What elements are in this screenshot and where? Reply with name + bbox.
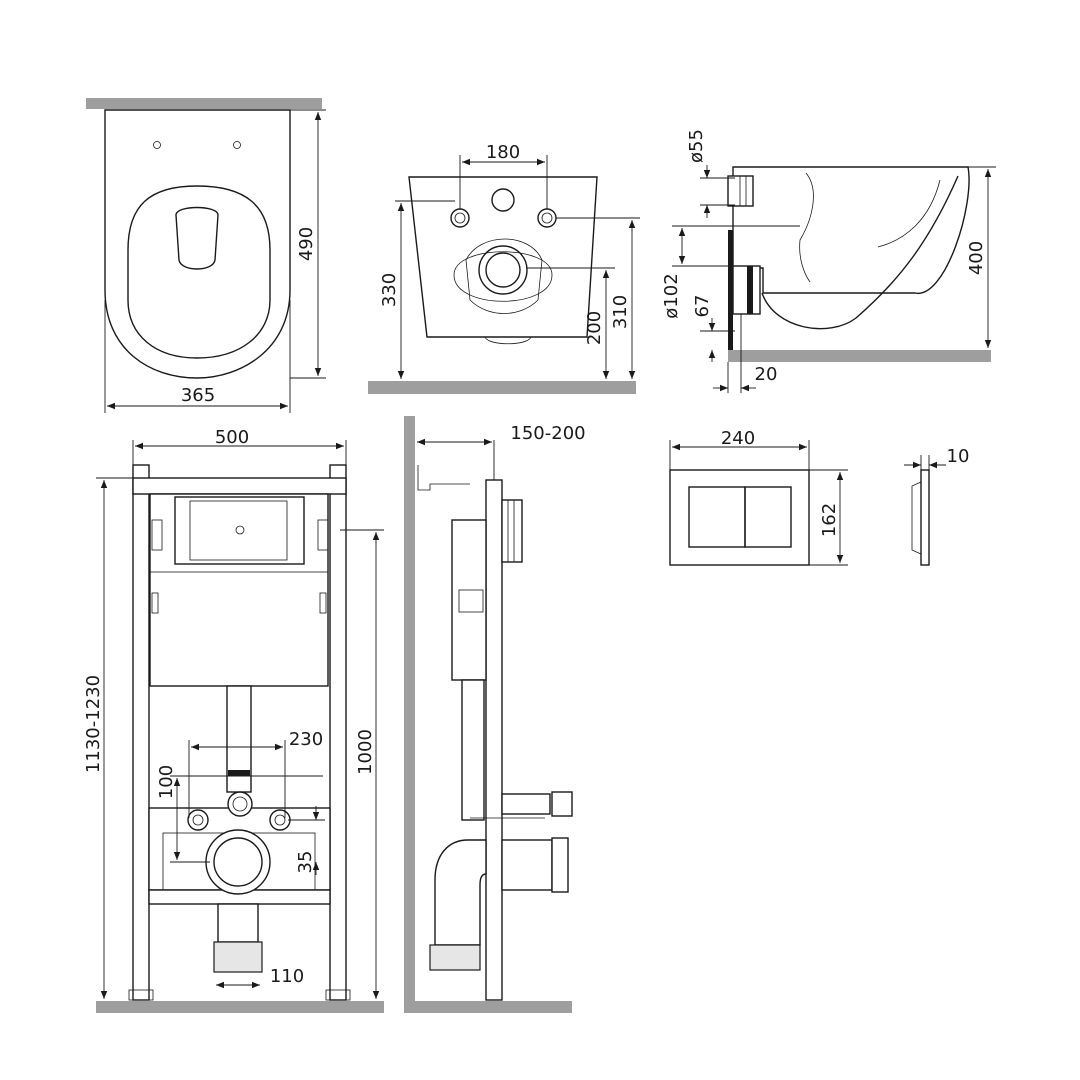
dim-label-500: 500 bbox=[215, 427, 249, 448]
dim-label-1000: 1000 bbox=[355, 729, 376, 775]
bowl-outline bbox=[104, 109, 291, 379]
floor-hatch-side-frame bbox=[404, 1001, 572, 1013]
bolt-right bbox=[269, 809, 291, 831]
wall-side bbox=[728, 230, 733, 350]
dim-label-162: 162 bbox=[819, 503, 840, 537]
bowl-side-outline bbox=[732, 166, 970, 294]
frame-post-left bbox=[132, 464, 150, 1001]
drain-elbow bbox=[434, 839, 487, 946]
flush-plate-opening bbox=[174, 496, 305, 565]
cistern-side bbox=[451, 519, 487, 681]
dim-label-110: 110 bbox=[270, 966, 304, 987]
dim-label-67: 67 bbox=[692, 295, 713, 318]
dim-label-310: 310 bbox=[610, 295, 631, 329]
floor-hatch-rear bbox=[368, 381, 636, 394]
dim-label-150: 150-200 bbox=[510, 423, 585, 444]
dim-label-400: 400 bbox=[966, 241, 987, 275]
bolt-left bbox=[187, 809, 209, 831]
dim-label-180: 180 bbox=[486, 142, 520, 163]
dim-label-330: 330 bbox=[379, 273, 400, 307]
bowl-opening bbox=[175, 206, 219, 270]
dim-label-240: 240 bbox=[721, 428, 755, 449]
dim-label-365: 365 bbox=[181, 385, 215, 406]
dim-label-102: ø102 bbox=[661, 273, 682, 318]
bowl-top-view: 490 365 bbox=[86, 98, 326, 413]
dim-label-200: 200 bbox=[584, 311, 605, 345]
bowl-rear-view: 180 330 200 310 bbox=[368, 142, 640, 394]
drain-stub bbox=[217, 903, 259, 943]
dim-label-10: 10 bbox=[947, 446, 970, 467]
dim-label-230: 230 bbox=[289, 729, 323, 750]
bowl-side-view: ø55 ø102 67 20 400 bbox=[661, 129, 996, 393]
frame-post-right bbox=[329, 464, 347, 1001]
wall-hatch-side bbox=[404, 416, 415, 1013]
flush-button-left bbox=[688, 486, 746, 548]
wall-hatch-top bbox=[86, 98, 322, 109]
frame-front-view: 500 1130-1230 1000 230 100 35 110 bbox=[83, 427, 384, 1013]
dim-label-35: 35 bbox=[295, 851, 316, 874]
drain-outlet bbox=[205, 829, 271, 895]
frame-side-post bbox=[485, 479, 503, 1001]
dim-label-55: ø55 bbox=[686, 129, 707, 163]
flush-plate-side: 10 bbox=[904, 446, 970, 566]
dim-label-490: 490 bbox=[296, 227, 317, 261]
seat-outline bbox=[127, 185, 271, 359]
floor-hatch-side bbox=[728, 350, 991, 362]
flush-plate-outline bbox=[669, 469, 810, 566]
flush-button-right bbox=[744, 486, 792, 548]
dim-label-100: 100 bbox=[156, 765, 177, 799]
outlet-opening bbox=[478, 245, 528, 295]
frame-side-view: 150-200 bbox=[404, 416, 586, 1013]
dim-label-1130: 1130-1230 bbox=[83, 675, 104, 773]
frame-top-rail bbox=[132, 477, 347, 495]
flush-plate-profile bbox=[920, 469, 930, 566]
seat-hinge-hole-left bbox=[153, 141, 161, 149]
seat-hinge-hole-right bbox=[233, 141, 241, 149]
water-inlet bbox=[491, 188, 515, 212]
dim-label-20: 20 bbox=[755, 364, 778, 385]
bowl-back-outline bbox=[408, 176, 598, 338]
floor-hatch-frame bbox=[96, 1001, 384, 1013]
flush-plate-front: 240 162 bbox=[669, 428, 848, 566]
